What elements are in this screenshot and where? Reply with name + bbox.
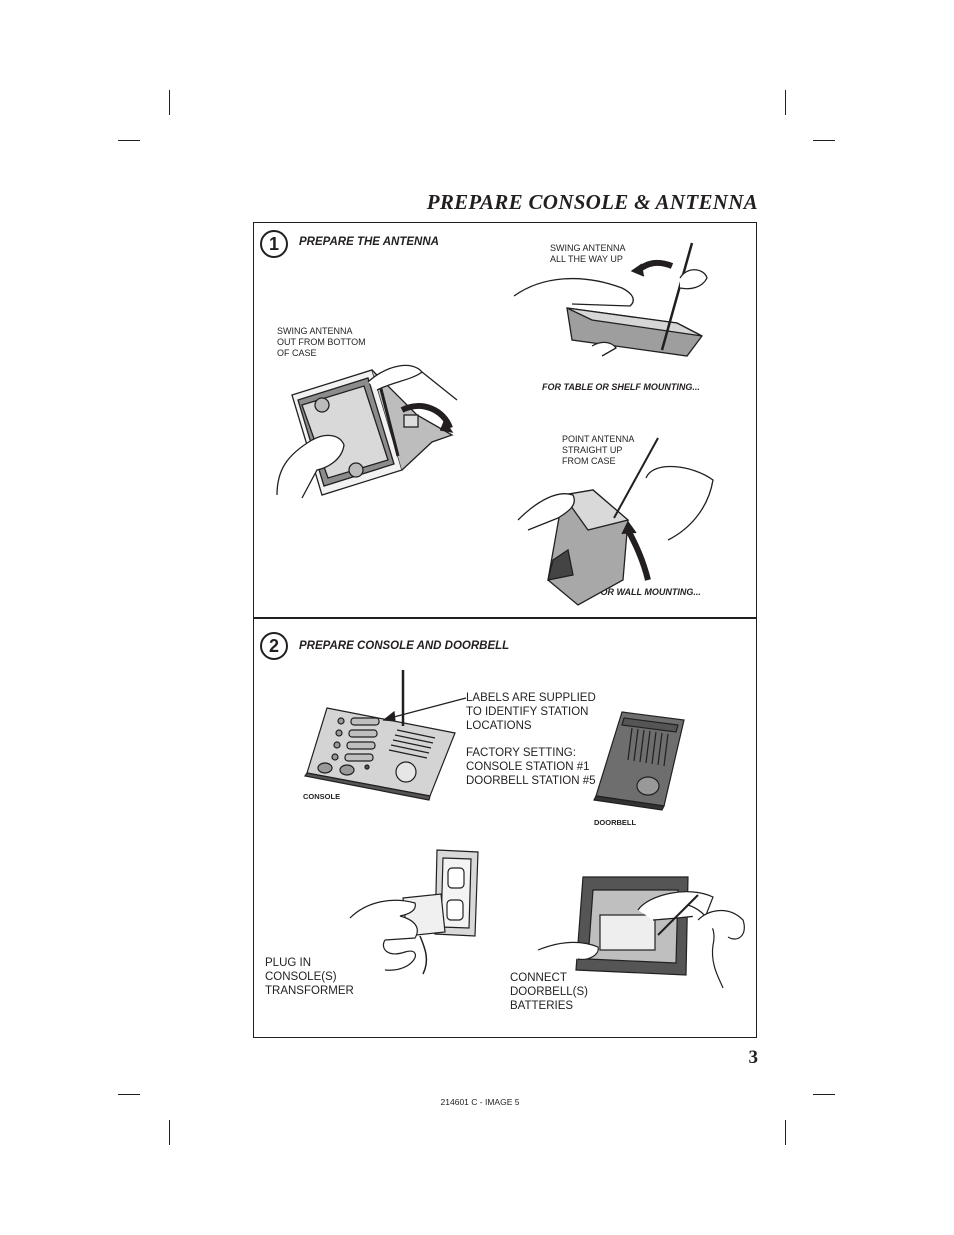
- label-pointer-arrow: [382, 697, 467, 722]
- console-label: CONSOLE: [303, 792, 341, 801]
- plug-transformer-illustration: [349, 849, 479, 975]
- labels-note: LABELS ARE SUPPLIED TO IDENTIFY STATION …: [466, 692, 596, 732]
- crop-mark: [118, 1094, 140, 1095]
- swing-antenna-up-illustration: [513, 242, 708, 357]
- doorbell-illustration: [593, 711, 685, 811]
- crop-mark: [169, 90, 170, 115]
- caption-point-antenna-up: POINT ANTENNA STRAIGHT UP FROM CASE: [562, 434, 635, 466]
- section-divider: [253, 617, 756, 619]
- instruction-panel: [253, 222, 757, 1038]
- factory-setting-note: FACTORY SETTING: CONSOLE STATION #1 DOOR…: [466, 747, 596, 787]
- swing-antenna-out-illustration: [276, 364, 458, 499]
- step-2-number: 2: [260, 632, 288, 660]
- crop-mark: [118, 140, 140, 141]
- caption-swing-antenna-out: SWING ANTENNA OUT FROM BOTTOM OF CASE: [277, 326, 366, 358]
- doorbell-label: DOORBELL: [594, 818, 637, 827]
- page-title: PREPARE CONSOLE & ANTENNA: [426, 190, 758, 214]
- step-1-number: 1: [260, 230, 288, 258]
- caption-table-mounting: FOR TABLE OR SHELF MOUNTING...: [542, 382, 700, 392]
- caption-swing-antenna-up: SWING ANTENNA ALL THE WAY UP: [550, 243, 626, 264]
- crop-mark: [813, 1094, 835, 1095]
- crop-mark: [785, 90, 786, 115]
- page-number: 3: [748, 1047, 759, 1068]
- battery-caption: CONNECT DOORBELL(S) BATTERIES: [510, 972, 588, 1012]
- crop-mark: [169, 1120, 170, 1145]
- point-antenna-up-illustration: [517, 437, 714, 606]
- crop-mark: [813, 140, 835, 141]
- console-illustration: [304, 670, 456, 801]
- step-2-heading: PREPARE CONSOLE AND DOORBELL: [299, 640, 510, 652]
- plug-caption: PLUG IN CONSOLE(S) TRANSFORMER: [265, 957, 354, 997]
- caption-wall-mounting: FOR WALL MOUNTING...: [595, 587, 701, 597]
- crop-mark: [785, 1120, 786, 1145]
- step-1-heading: PREPARE THE ANTENNA: [299, 236, 439, 248]
- footer-code: 214601 C - IMAGE 5: [440, 1097, 520, 1107]
- connect-batteries-illustration: [537, 876, 745, 989]
